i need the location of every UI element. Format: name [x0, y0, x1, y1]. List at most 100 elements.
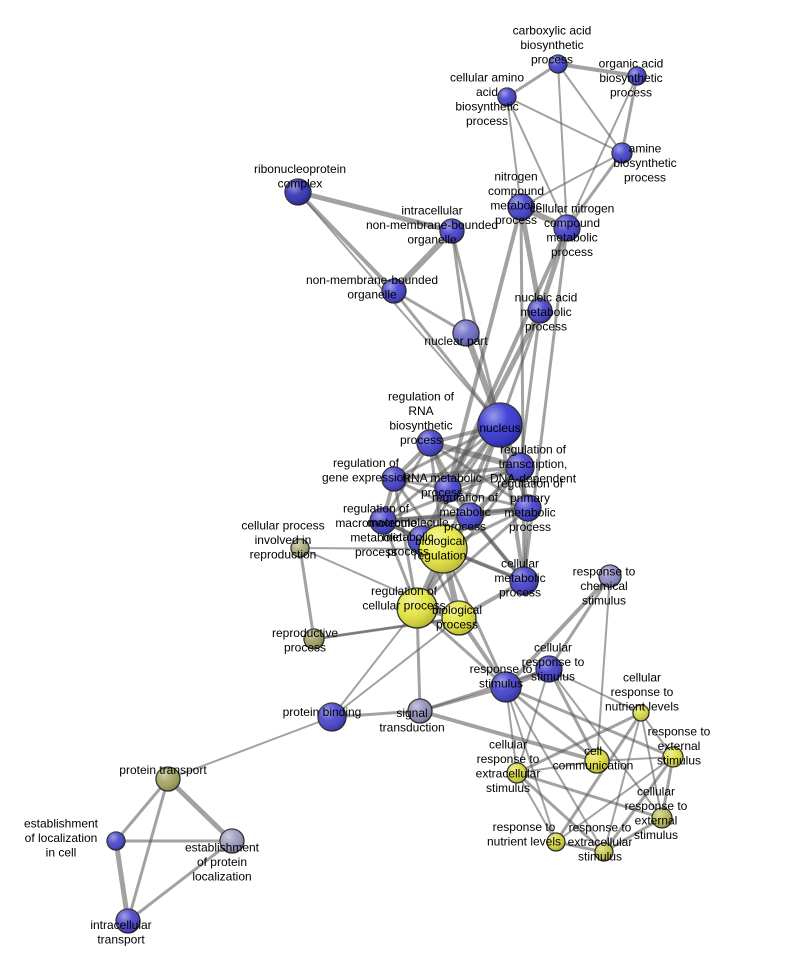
edge-protein-transport--establishment-of-protein-localization: [165, 776, 235, 844]
edge-carboxylic-acid-biosynthetic-process--cellular-nitrogen-compound-metabolic-process: [557, 63, 568, 229]
node-ribonucleoprotein-complex[interactable]: [284, 178, 312, 206]
node-rna-metabolic-process[interactable]: [434, 475, 462, 503]
node-biological-process[interactable]: [441, 600, 477, 636]
edge-intracellular-non-membrane-bounded-organelle--non-membrane-bounded-organelle: [391, 228, 455, 294]
node-cellular-response-to-external-stimulus[interactable]: [651, 807, 673, 829]
edge-cellular-response-to-external-stimulus--response-to-extracellular-stimulus: [602, 816, 664, 854]
node-shine-overlay: [549, 55, 567, 73]
edge-amine-biosynthetic-process--cellular-nitrogen-compound-metabolic-process: [565, 151, 624, 230]
node-cellular-metabolic-process[interactable]: [509, 566, 539, 596]
edge-establishment-of-protein-localization--intracellular-transport: [126, 839, 234, 923]
node-nucleus[interactable]: [477, 402, 523, 448]
node-shine-overlay: [585, 749, 609, 773]
node-reproductive-process[interactable]: [303, 628, 325, 650]
node-establishment-of-protein-localization[interactable]: [219, 828, 245, 854]
edge-protein-transport--intracellular-transport: [126, 777, 170, 923]
node-label-protein-transport: protein transport: [119, 763, 207, 777]
node-organic-acid-biosynthetic-process[interactable]: [627, 66, 647, 86]
edge-cellular-amino-acid-biosynthetic-process--nitrogen-compound-metabolic-process: [506, 96, 522, 208]
node-amine-biosynthetic-process[interactable]: [611, 142, 633, 164]
node-cell-communication[interactable]: [584, 748, 610, 774]
node-cellular-response-to-nutrient-levels[interactable]: [632, 704, 650, 722]
node-signal-transduction[interactable]: [407, 698, 433, 724]
node-regulation-of-macromolecule-metabolic-process[interactable]: [369, 507, 397, 535]
node-regulation-of-primary-metabolic-process[interactable]: [514, 494, 542, 522]
node-carboxylic-acid-biosynthetic-process[interactable]: [548, 54, 568, 74]
edge-signal-transduction--cellular-response-to-stimulus: [418, 667, 551, 713]
node-shine-overlay: [652, 808, 672, 828]
node-protein-binding[interactable]: [317, 702, 347, 732]
edge-regulation-of-rna-biosynthetic-process--regulation-of-primary-metabolic-process: [428, 441, 530, 510]
node-response-to-external-stimulus[interactable]: [662, 746, 684, 768]
node-shine-overlay: [440, 219, 464, 243]
node-label-nuclear-part: nuclear part: [424, 334, 488, 348]
node-cellular-response-to-extracellular-stimulus[interactable]: [506, 762, 528, 784]
node-shine-overlay: [442, 601, 476, 635]
node-biological-regulation[interactable]: [418, 524, 468, 574]
node-cellular-nitrogen-compound-metabolic-process[interactable]: [553, 214, 581, 242]
node-intracellular-non-membrane-bounded-organelle[interactable]: [439, 218, 465, 244]
edge-regulation-of-gene-expression--regulation-of-metabolic-process: [392, 477, 472, 518]
node-regulation-of-cellular-process[interactable]: [396, 587, 438, 629]
node-nucleic-acid-metabolic-process[interactable]: [527, 298, 553, 324]
node-response-to-stimulus[interactable]: [490, 671, 522, 703]
node-response-to-extracellular-stimulus[interactable]: [594, 842, 614, 862]
edge-rna-metabolic-process--regulation-of-primary-metabolic-process: [446, 487, 530, 510]
edge-nitrogen-compound-metabolic-process--rna-metabolic-process: [446, 205, 523, 491]
edge-intracellular-transport--establishment-of-localization-in-cell: [113, 838, 131, 924]
node-shine-overlay: [397, 588, 437, 628]
edge-ribonucleoprotein-complex--nucleus: [297, 191, 501, 426]
edge-cellular-response-to-extracellular-stimulus--response-to-nutrient-levels: [516, 772, 557, 843]
node-shine-overlay: [507, 763, 527, 783]
edge-amine-biosynthetic-process--nitrogen-compound-metabolic-process: [520, 152, 623, 208]
node-regulation-of-gene-expression[interactable]: [381, 466, 407, 492]
node-establishment-of-localization-in-cell[interactable]: [106, 831, 126, 851]
edge-organic-acid-biosynthetic-process--cellular-nitrogen-compound-metabolic-process: [566, 75, 638, 229]
node-shine-overlay: [508, 194, 534, 220]
edge-ribonucleoprotein-complex--non-membrane-bounded-organelle: [296, 190, 396, 293]
node-response-to-chemical-stimulus[interactable]: [598, 564, 622, 588]
node-cellular-process-involved-in-reproduction[interactable]: [290, 538, 310, 558]
node-regulation-of-transcription-dna-dependent[interactable]: [505, 452, 535, 482]
node-regulation-of-rna-biosynthetic-process[interactable]: [416, 429, 444, 457]
edge-response-to-stimulus--cell-communication: [504, 685, 599, 763]
node-label-nucleus: nucleus: [479, 421, 520, 435]
edge-carboxylic-acid-biosynthetic-process--amine-biosynthetic-process: [557, 63, 623, 154]
edge-cellular-amino-acid-biosynthetic-process--cellular-nitrogen-compound-metabolic-process: [506, 96, 568, 229]
edge-cellular-response-to-stimulus--cellular-response-to-external-stimulus: [548, 668, 663, 819]
node-shine-overlay: [382, 279, 406, 303]
edge-response-to-stimulus--response-to-nutrient-levels: [505, 686, 557, 843]
node-shine-overlay: [536, 656, 562, 682]
node-intracellular-transport[interactable]: [115, 908, 141, 934]
node-shine-overlay: [156, 767, 180, 791]
node-response-to-nutrient-levels[interactable]: [546, 832, 566, 852]
node-regulation-of-metabolic-process[interactable]: [456, 502, 484, 530]
edge-reproductive-process--biological-process: [312, 616, 461, 641]
edge-response-to-stimulus--response-to-extracellular-stimulus: [505, 686, 605, 853]
node-nitrogen-compound-metabolic-process[interactable]: [507, 193, 535, 221]
node-non-membrane-bounded-organelle[interactable]: [381, 278, 407, 304]
node-protein-transport[interactable]: [155, 766, 181, 792]
edge-protein-binding--regulation-of-cellular-process: [331, 607, 418, 718]
node-cellular-response-to-stimulus[interactable]: [535, 655, 563, 683]
node-nuclear-part[interactable]: [452, 319, 480, 347]
node-cellular-amino-acid-biosynthetic-process[interactable]: [497, 87, 517, 107]
edge-response-to-stimulus--response-to-external-stimulus: [504, 685, 675, 759]
node-shine-overlay: [116, 909, 140, 933]
edge-cellular-response-to-extracellular-stimulus--response-to-extracellular-stimulus: [515, 771, 606, 854]
edge-organic-acid-biosynthetic-process--amine-biosynthetic-process: [620, 74, 639, 155]
node-shine-overlay: [498, 88, 516, 106]
node-shine-overlay: [595, 843, 613, 861]
